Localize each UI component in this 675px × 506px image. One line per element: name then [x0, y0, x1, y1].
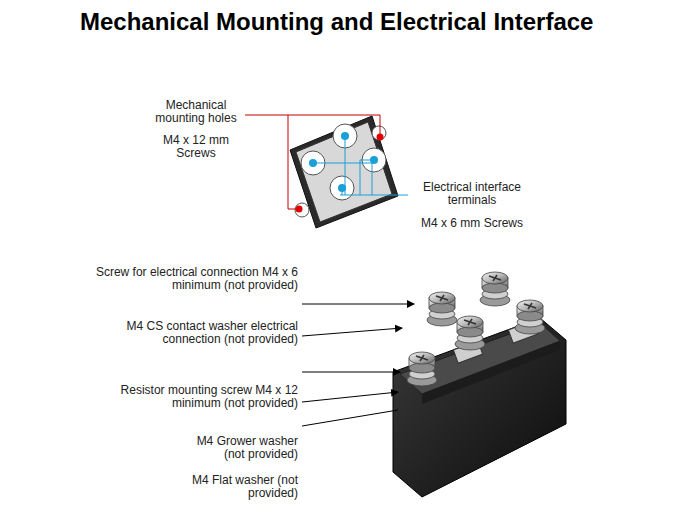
- resistor-top-view: [372, 126, 386, 140]
- mounting-leader: [245, 115, 384, 213]
- terminal-leader: [309, 159, 317, 167]
- resistor-top-view: [295, 203, 309, 217]
- terminal-leader: [341, 132, 349, 140]
- callout-leader: [302, 328, 402, 336]
- mounting-leader: [288, 115, 299, 209]
- callout-leader: [302, 304, 414, 426]
- callout-label: M4 Grower washer (not provided): [184, 435, 298, 461]
- callout-leader: [302, 410, 398, 426]
- callout-label: M4 CS contact washer electrical connecti…: [96, 320, 298, 346]
- terminal-leader: [360, 160, 374, 195]
- callout-label: M4 x 12 mm Screws: [150, 134, 242, 160]
- callout-label: Mechanical mounting holes: [150, 99, 242, 125]
- resistor-top-view: [330, 176, 354, 200]
- terminal-leader: [309, 132, 408, 195]
- terminal-leader: [313, 163, 372, 195]
- resistor-assembly: [393, 272, 566, 497]
- resistor-assembly: [422, 341, 560, 404]
- terminal-leader: [338, 184, 346, 192]
- terminal-leader: [370, 156, 378, 164]
- terminal-leader: [340, 195, 408, 196]
- mounting-leader: [296, 206, 303, 213]
- mounting-leader: [377, 134, 384, 141]
- resistor-assembly: [480, 272, 510, 306]
- callout-leader: [302, 392, 398, 402]
- callout-label: Resistor mounting screw M4 x 12 minimum …: [96, 384, 298, 410]
- callout-leader: [302, 372, 400, 373]
- resistor-top-view: [290, 116, 398, 228]
- callout-label: Electrical interface terminals: [410, 181, 534, 207]
- resistor-assembly: [407, 352, 437, 386]
- resistor-top-view: [290, 116, 398, 228]
- mounting-leader: [245, 115, 380, 136]
- resistor-assembly: [515, 300, 545, 334]
- callout-label: M4 Flat washer (not provided): [184, 474, 298, 500]
- resistor-assembly: [427, 292, 457, 326]
- resistor-assembly: [455, 316, 485, 350]
- resistor-top-view: [296, 122, 392, 222]
- callout-leader: [302, 304, 414, 305]
- slide-title: Mechanical Mounting and Electrical Inter…: [80, 8, 593, 36]
- callout-label: Screw for electrical connection M4 x 6 m…: [60, 266, 298, 292]
- callout-label: M4 x 6 mm Screws: [410, 217, 534, 230]
